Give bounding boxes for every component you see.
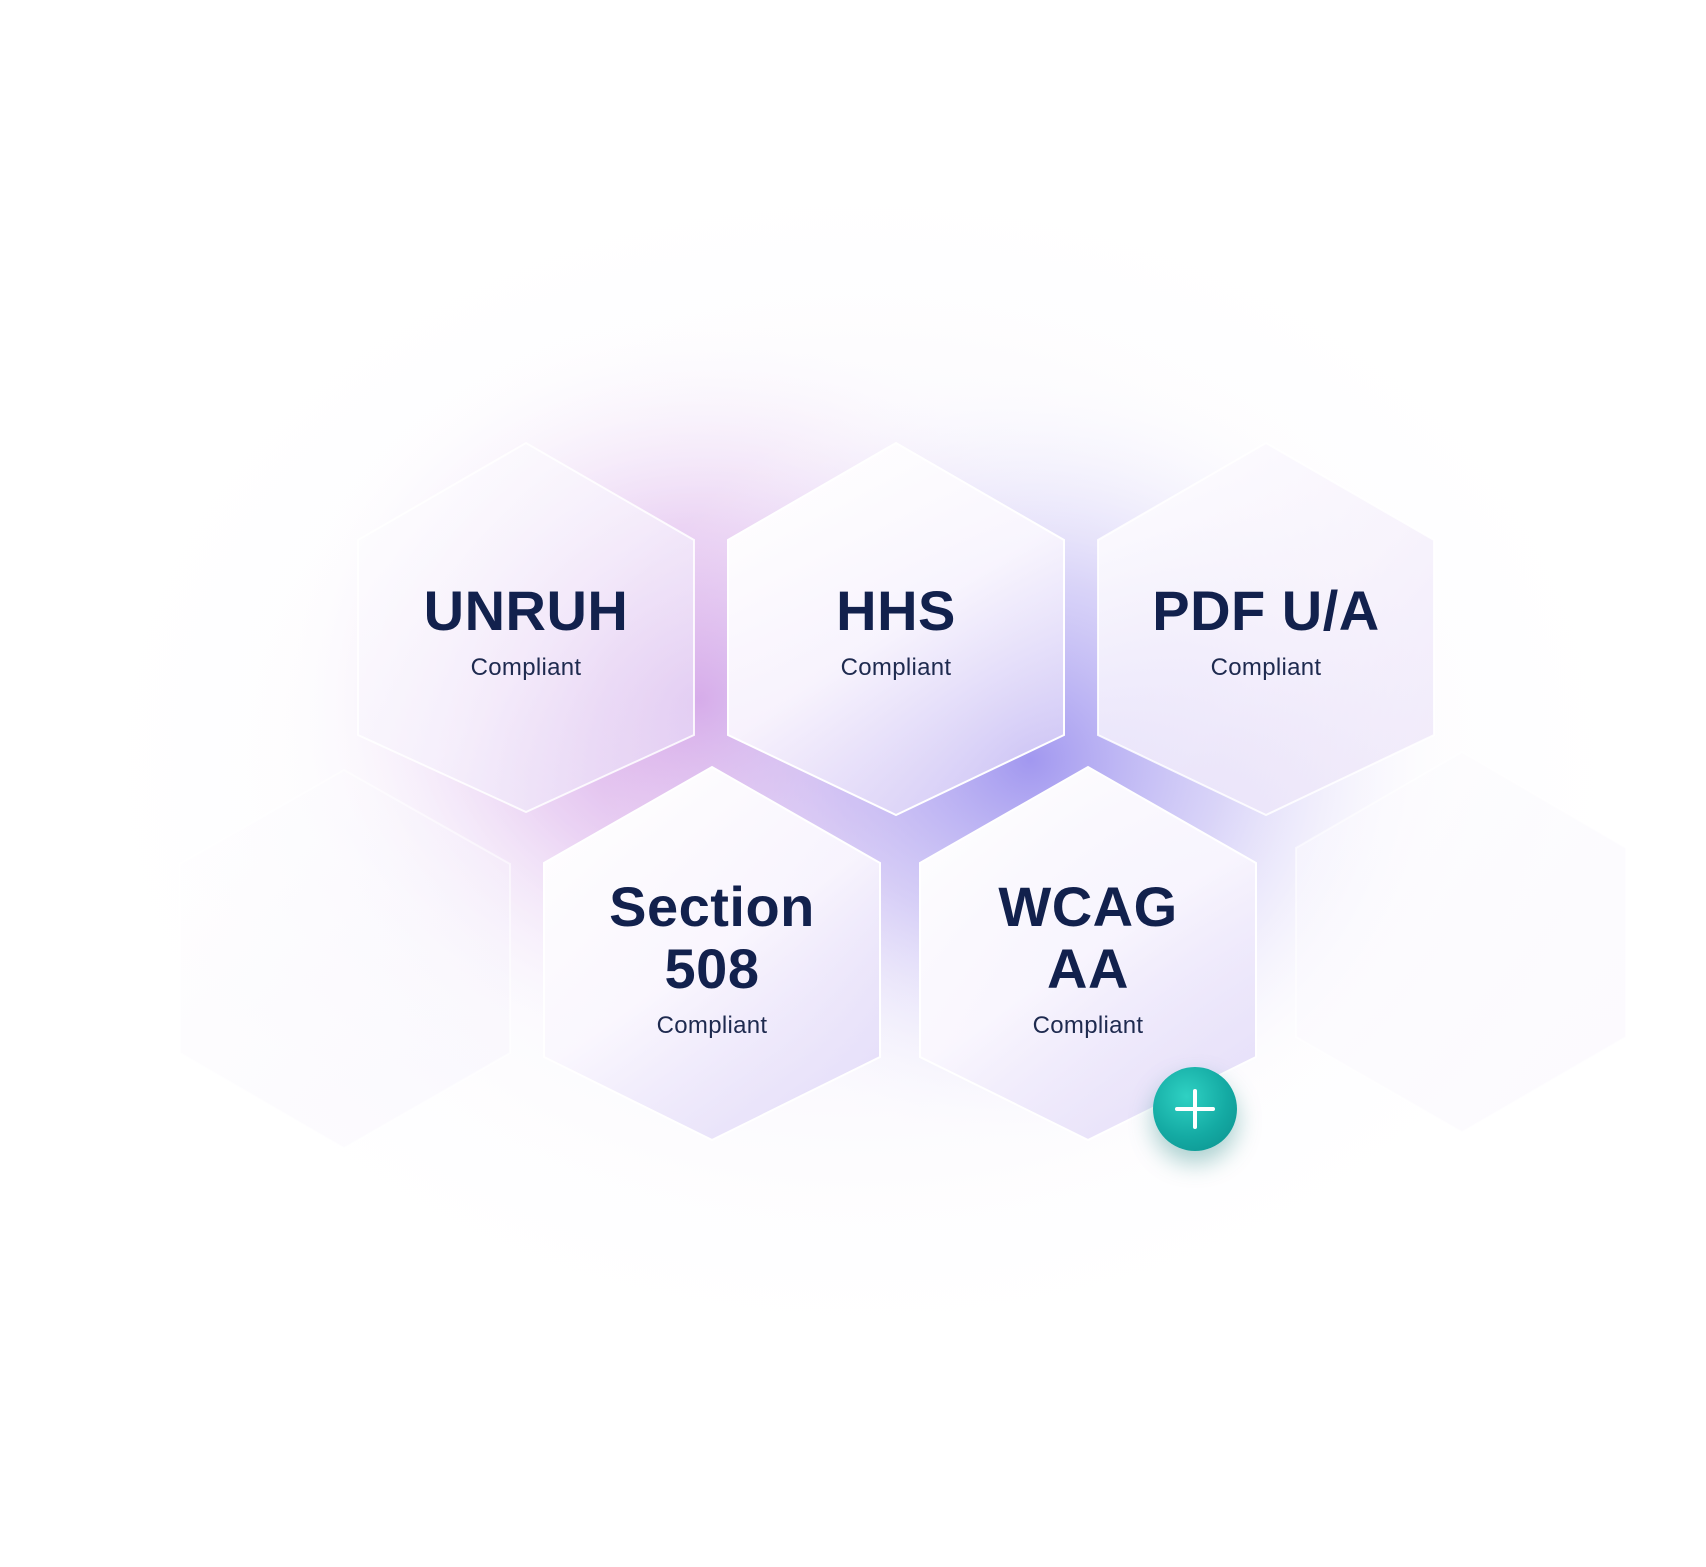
- badge-subtitle: Compliant: [656, 1012, 768, 1039]
- badge-title: PDF U/A: [1152, 579, 1380, 642]
- badge-title: HHS: [836, 579, 956, 642]
- hexagon-pdf-ua: [1097, 441, 1435, 817]
- hexagon-wcag-aa: [919, 765, 1257, 1142]
- hexagon-hhs: [727, 441, 1065, 817]
- badge-hhs: HHS Compliant: [736, 580, 1056, 682]
- badge-subtitle: Compliant: [1032, 1012, 1144, 1039]
- decorative-hexagon-right: [1295, 750, 1627, 1134]
- badge-unruh: UNRUH Compliant: [366, 580, 686, 682]
- badge-wcag-aa: WCAG AA Compliant: [928, 876, 1248, 1040]
- hexagon-section-508: [543, 765, 881, 1142]
- badge-title: WCAG AA: [998, 875, 1178, 1000]
- badge-subtitle: Compliant: [1210, 654, 1322, 681]
- badge-title: UNRUH: [423, 579, 629, 642]
- decorative-hexagon-left: [179, 768, 511, 1150]
- add-button[interactable]: [1153, 1067, 1237, 1151]
- badge-subtitle: Compliant: [470, 654, 582, 681]
- badge-title: Section 508: [609, 875, 815, 1000]
- badge-pdf-ua: PDF U/A Compliant: [1106, 580, 1426, 682]
- hexagon-unruh: [357, 441, 695, 814]
- badge-subtitle: Compliant: [840, 654, 952, 681]
- badge-section-508: Section 508 Compliant: [552, 876, 872, 1040]
